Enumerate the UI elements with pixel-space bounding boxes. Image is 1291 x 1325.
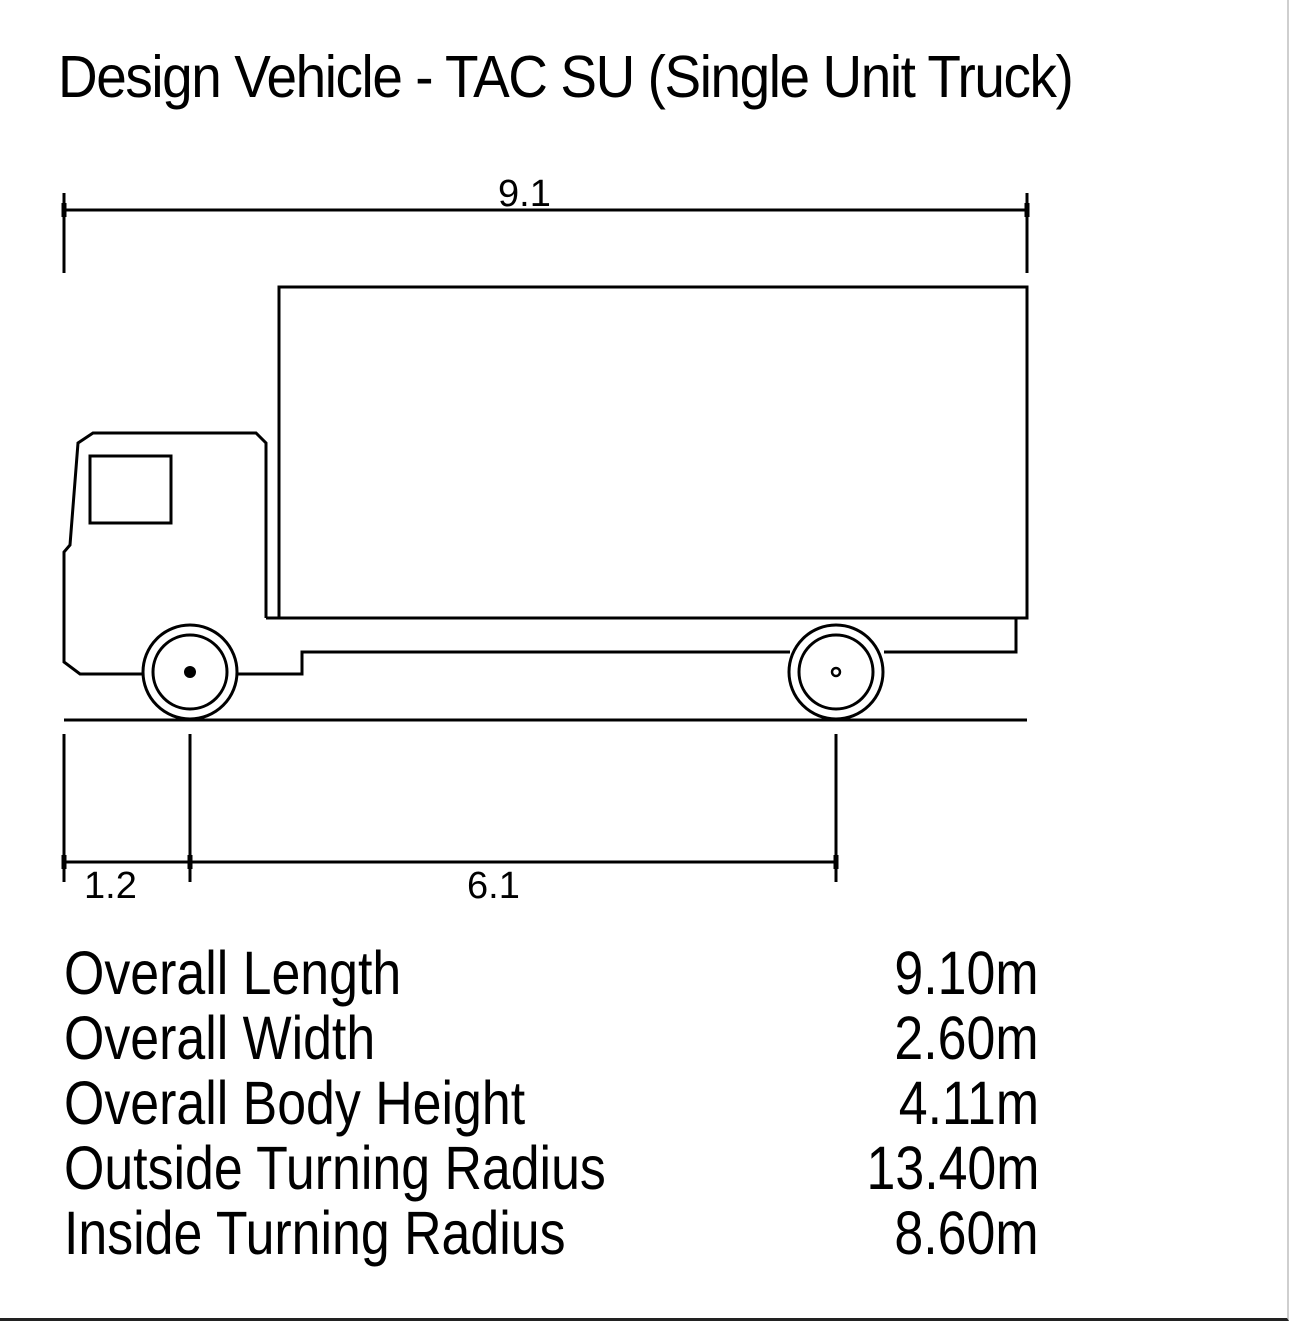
rear-wheel (787, 623, 885, 721)
spec-row-outside-turning-radius: Outside Turning Radius 13.40m (64, 1134, 1039, 1202)
spec-label: Inside Turning Radius (64, 1199, 566, 1267)
specs-table: Overall Length 9.10m Overall Width 2.60m… (64, 939, 1039, 1267)
wheelbase-label: 6.1 (467, 865, 520, 907)
spec-label: Overall Body Height (64, 1069, 526, 1137)
spec-label: Overall Length (64, 939, 402, 1007)
truck-cab (62, 431, 268, 676)
spec-value: 9.10m (894, 939, 1039, 1007)
spec-row-overall-width: Overall Width 2.60m (64, 1004, 1039, 1072)
cab-bottom (237, 650, 790, 676)
spec-value: 4.11m (898, 1069, 1039, 1137)
spec-value: 13.40m (866, 1134, 1039, 1202)
chassis-rail (266, 616, 1018, 654)
spec-value: 8.60m (894, 1199, 1039, 1267)
overall-length-dimension (61, 193, 1030, 273)
spec-label: Overall Width (64, 1004, 376, 1072)
spec-label: Outside Turning Radius (64, 1134, 606, 1202)
axle-dimensions (61, 734, 839, 882)
front-overhang-label: 1.2 (84, 865, 137, 907)
spec-value: 2.60m (894, 1004, 1039, 1072)
spec-row-inside-turning-radius: Inside Turning Radius 8.60m (64, 1199, 1039, 1267)
front-wheel-hub (184, 666, 196, 678)
cargo-box (277, 285, 1029, 620)
cab-window (88, 454, 173, 525)
spec-row-overall-body-height: Overall Body Height 4.11m (64, 1069, 1039, 1137)
spec-row-overall-length: Overall Length 9.10m (64, 939, 1039, 1007)
overall-length-label: 9.1 (498, 173, 551, 215)
diagram-title: Design Vehicle - TAC SU (Single Unit Tru… (58, 44, 1074, 110)
